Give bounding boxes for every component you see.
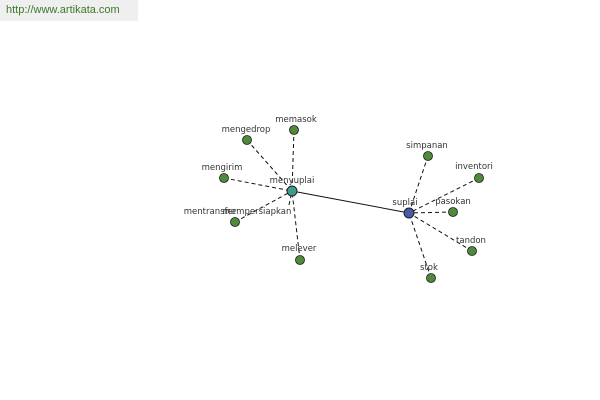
edge-suplai-stok — [408, 212, 432, 279]
label-stok[interactable]: stok — [420, 263, 438, 273]
label-inventori[interactable]: inventori — [455, 162, 493, 172]
edge-suplai-tandon — [408, 212, 473, 252]
source-url[interactable]: http://www.artikata.com — [0, 0, 138, 21]
node-simpanan[interactable] — [423, 151, 433, 161]
edge-menyuplai-mempersiapkan — [288, 190, 293, 206]
node-mengirim[interactable] — [219, 173, 229, 183]
edge-menyuplai-suplai — [291, 190, 410, 214]
label-mentransfer[interactable]: mentransfer — [184, 207, 237, 217]
edge-suplai-inventori — [408, 177, 480, 214]
edge-menyuplai-mengedrop — [246, 139, 293, 192]
node-mengedrop[interactable] — [242, 135, 252, 145]
node-memasok[interactable] — [289, 125, 299, 135]
edge-menyuplai-mentransfer — [234, 190, 293, 223]
node-mentransfer[interactable] — [230, 217, 240, 227]
label-pasokan[interactable]: pasokan — [435, 197, 471, 207]
hub-node-menyuplai[interactable] — [286, 185, 298, 197]
hub-label-menyuplai[interactable]: menyuplai — [270, 176, 315, 186]
node-inventori[interactable] — [474, 173, 484, 183]
label-memasok[interactable]: memasok — [275, 115, 317, 125]
node-pasokan[interactable] — [448, 207, 458, 217]
edge-suplai-simpanan — [408, 155, 429, 214]
edge-menyuplai-memasok — [291, 129, 295, 192]
label-mengirim[interactable]: mengirim — [202, 163, 243, 173]
edge-suplai-pasokan — [408, 211, 454, 214]
node-tandon[interactable] — [467, 246, 477, 256]
label-mempersiapkan[interactable]: mempersiapkan — [223, 207, 292, 217]
node-stok[interactable] — [426, 273, 436, 283]
edge-menyuplai-melever — [291, 190, 301, 261]
hub-node-suplai[interactable] — [403, 207, 415, 219]
label-simpanan[interactable]: simpanan — [406, 141, 448, 151]
edge-menyuplai-mengirim — [223, 177, 293, 192]
hub-label-suplai[interactable]: suplai — [392, 198, 417, 208]
label-tandon[interactable]: tandon — [456, 236, 486, 246]
label-melever[interactable]: melever — [282, 244, 317, 254]
label-mengedrop[interactable]: mengedrop — [222, 125, 271, 135]
node-melever[interactable] — [295, 255, 305, 265]
